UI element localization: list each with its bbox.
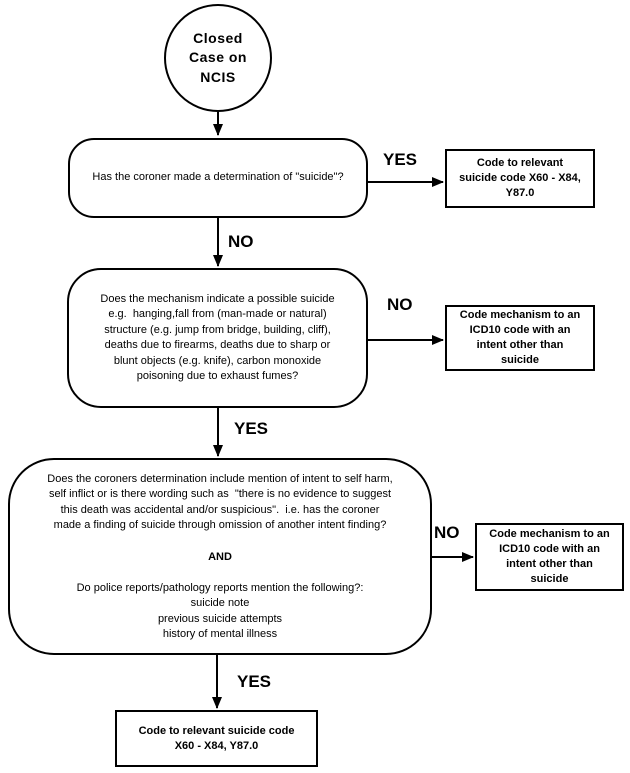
edge-label-q1-yes: YES	[383, 150, 418, 169]
decision-intent-part1-text: Does the coroners determination include …	[47, 473, 393, 532]
decision-intent-and-reports: Does the coroners determination include …	[8, 458, 432, 655]
edge-label-q2-yes: YES	[234, 419, 269, 438]
outcome-code-suicide-final-text: Code to relevant suicide code X60 - X84,…	[138, 724, 295, 752]
edge-label-q3-yes: YES	[237, 672, 272, 691]
decision-coroner-determination: Has the coroner made a determination of …	[68, 138, 368, 218]
outcome-icd10-other-intent-1: Code mechanism to an ICD10 code with an …	[445, 305, 595, 371]
start-node-closed-case: Closed Case on NCIS	[164, 4, 272, 112]
edge-label-q3-no: NO	[434, 523, 460, 542]
start-node-label: Closed Case on NCIS	[189, 29, 247, 85]
outcome-code-suicide-text: Code to relevant suicide code X60 - X84,…	[459, 157, 581, 199]
outcome-icd10-other-intent-1-text: Code mechanism to an ICD10 code with an …	[459, 309, 581, 366]
outcome-code-suicide-final: Code to relevant suicide code X60 - X84,…	[115, 710, 318, 767]
decision-mechanism-possible-suicide: Does the mechanism indicate a possible s…	[67, 268, 368, 408]
decision-coroner-determination-text: Has the coroner made a determination of …	[92, 171, 344, 184]
outcome-code-suicide-x60-x84: Code to relevant suicide code X60 - X84,…	[445, 149, 595, 208]
edge-label-q2-no: NO	[387, 295, 413, 314]
decision-intent-part2-text: Do police reports/pathology reports ment…	[76, 582, 364, 641]
edge-label-q1-no: NO	[228, 232, 254, 251]
decision-mechanism-text: Does the mechanism indicate a possible s…	[100, 292, 335, 383]
and-connector-label: AND	[208, 550, 232, 563]
outcome-icd10-other-intent-2: Code mechanism to an ICD10 code with an …	[475, 523, 624, 591]
outcome-icd10-other-intent-2-text: Code mechanism to an ICD10 code with an …	[489, 528, 610, 585]
